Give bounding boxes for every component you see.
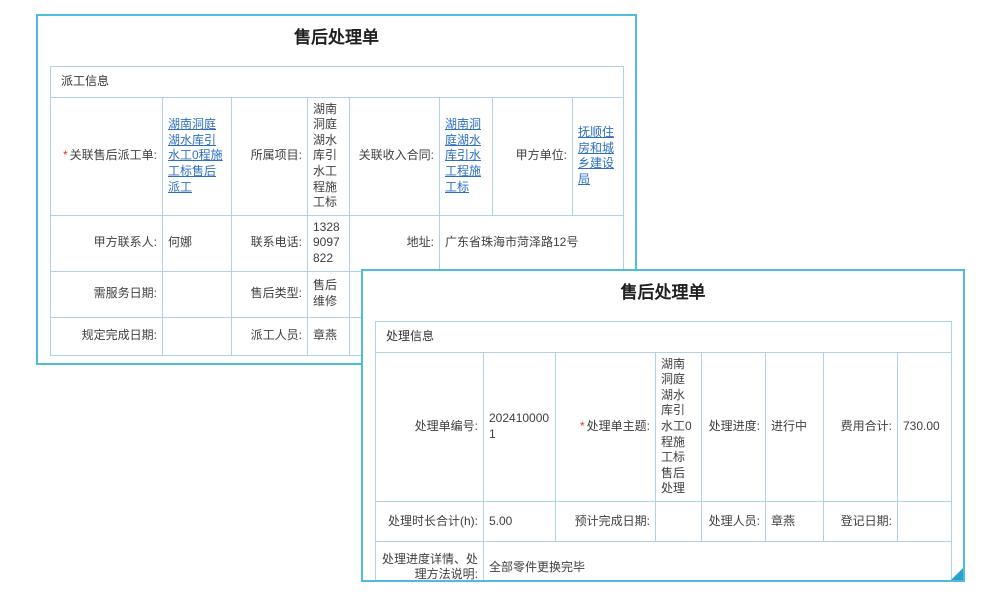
table-row: 甲方联系人: 何娜 联系电话: 13289097822 地址: 广东省珠海市菏泽… <box>50 214 625 272</box>
field-value-total-cost: 730.00 <box>896 351 953 502</box>
resize-corner-icon[interactable] <box>951 568 963 580</box>
field-label-address: 地址: <box>349 214 440 272</box>
income-contract-link[interactable]: 湖南洞庭湖水库引水工程施工标 <box>445 117 482 194</box>
field-label-party-a-unit: 甲方单位: <box>492 96 573 216</box>
field-label-aftersales-type: 售后类型: <box>231 270 308 318</box>
field-value-service-date <box>162 270 232 318</box>
field-label-related-dispatch: *关联售后派工单: <box>50 96 163 216</box>
field-label-total-hours: 处理时长合计(h): <box>375 500 484 542</box>
field-value-related-dispatch: 湖南洞庭湖水库引水工0程施工标售后派工 <box>162 96 232 216</box>
process-form-title: 售后处理单 <box>620 283 706 302</box>
field-value-process-subject: 湖南洞庭湖水库引水工0程施工标售后处理 <box>655 351 702 502</box>
field-label-phone: 联系电话: <box>231 214 308 272</box>
field-value-progress-detail: 全部零件更换完毕 <box>482 540 953 580</box>
field-value-expected-date <box>655 500 702 542</box>
field-value-total-hours: 5.00 <box>483 500 556 542</box>
dispatch-form-window: 售后处理单 派工信息 *关联售后派工单: 湖南洞庭湖水库引水工0程施工标售后派工… <box>36 14 637 365</box>
field-value-aftersales-type: 售后维修 <box>307 270 350 318</box>
process-info-table: 处理信息 处理单编号: 2024100001 *处理单主题: 湖南洞庭湖水库引水… <box>374 321 953 580</box>
field-label-progress-detail: 处理进度详情、处理方法说明: <box>375 540 484 580</box>
section-title-dispatch-info: 派工信息 <box>49 66 625 98</box>
field-value-deadline <box>162 316 232 356</box>
field-label-party-a-contact: 甲方联系人: <box>50 214 163 272</box>
section-title-process-info: 处理信息 <box>374 321 953 353</box>
field-label-deadline: 规定完成日期: <box>50 316 163 356</box>
field-label-progress: 处理进度: <box>701 351 766 502</box>
field-label-total-cost: 费用合计: <box>823 351 898 502</box>
field-label-process-subject: *处理单主题: <box>555 351 656 502</box>
field-value-project: 湖南洞庭湖水库引水工程施工标 <box>307 96 350 216</box>
process-form-window: 售后处理单 处理信息 处理单编号: 2024100001 *处理单主题: 湖南洞… <box>361 269 965 582</box>
field-label-expected-date: 预计完成日期: <box>555 500 656 542</box>
field-label-process-no: 处理单编号: <box>375 351 484 502</box>
table-row: 处理单编号: 2024100001 *处理单主题: 湖南洞庭湖水库引水工0程施工… <box>375 351 953 502</box>
field-value-register-date <box>896 500 953 542</box>
dispatch-form-title: 售后处理单 <box>294 28 379 47</box>
field-value-address: 广东省珠海市菏泽路12号 <box>438 214 625 272</box>
field-value-dispatcher: 章燕 <box>307 316 350 356</box>
field-value-progress: 进行中 <box>765 351 824 502</box>
field-label-text: 处理单主题: <box>586 418 650 433</box>
field-value-phone: 13289097822 <box>307 214 350 272</box>
table-row: *关联售后派工单: 湖南洞庭湖水库引水工0程施工标售后派工 所属项目: 湖南洞庭… <box>50 96 625 216</box>
section-row: 派工信息 <box>49 66 625 98</box>
table-row: 处理进度详情、处理方法说明: 全部零件更换完毕 <box>375 540 953 580</box>
related-dispatch-link[interactable]: 湖南洞庭湖水库引水工0程施工标售后派工 <box>168 117 223 194</box>
required-marker: * <box>62 148 68 163</box>
field-label-dispatcher: 派工人员: <box>231 316 308 356</box>
field-label-register-date: 登记日期: <box>823 500 898 542</box>
field-label-processor: 处理人员: <box>701 500 766 542</box>
field-label-project: 所属项目: <box>231 96 308 216</box>
dispatch-info-table: 派工信息 *关联售后派工单: 湖南洞庭湖水库引水工0程施工标售后派工 所属项目:… <box>49 66 625 356</box>
field-label-income-contract: 关联收入合同: <box>349 96 440 216</box>
field-value-processor: 章燕 <box>765 500 824 542</box>
required-marker: * <box>579 418 585 433</box>
field-label-text: 关联售后派工单: <box>69 148 157 163</box>
field-value-income-contract: 湖南洞庭湖水库引水工程施工标 <box>439 96 493 216</box>
party-a-unit-link[interactable]: 抚顺住房和城乡建设局 <box>578 124 615 186</box>
field-value-party-a-unit: 抚顺住房和城乡建设局 <box>571 96 625 216</box>
field-label-service-date: 需服务日期: <box>50 270 163 318</box>
field-value-party-a-contact: 何娜 <box>162 214 232 272</box>
section-row: 处理信息 <box>374 321 953 353</box>
field-value-process-no: 2024100001 <box>483 351 556 502</box>
table-row: 处理时长合计(h): 5.00 预计完成日期: 处理人员: 章燕 登记日期: <box>375 500 953 542</box>
